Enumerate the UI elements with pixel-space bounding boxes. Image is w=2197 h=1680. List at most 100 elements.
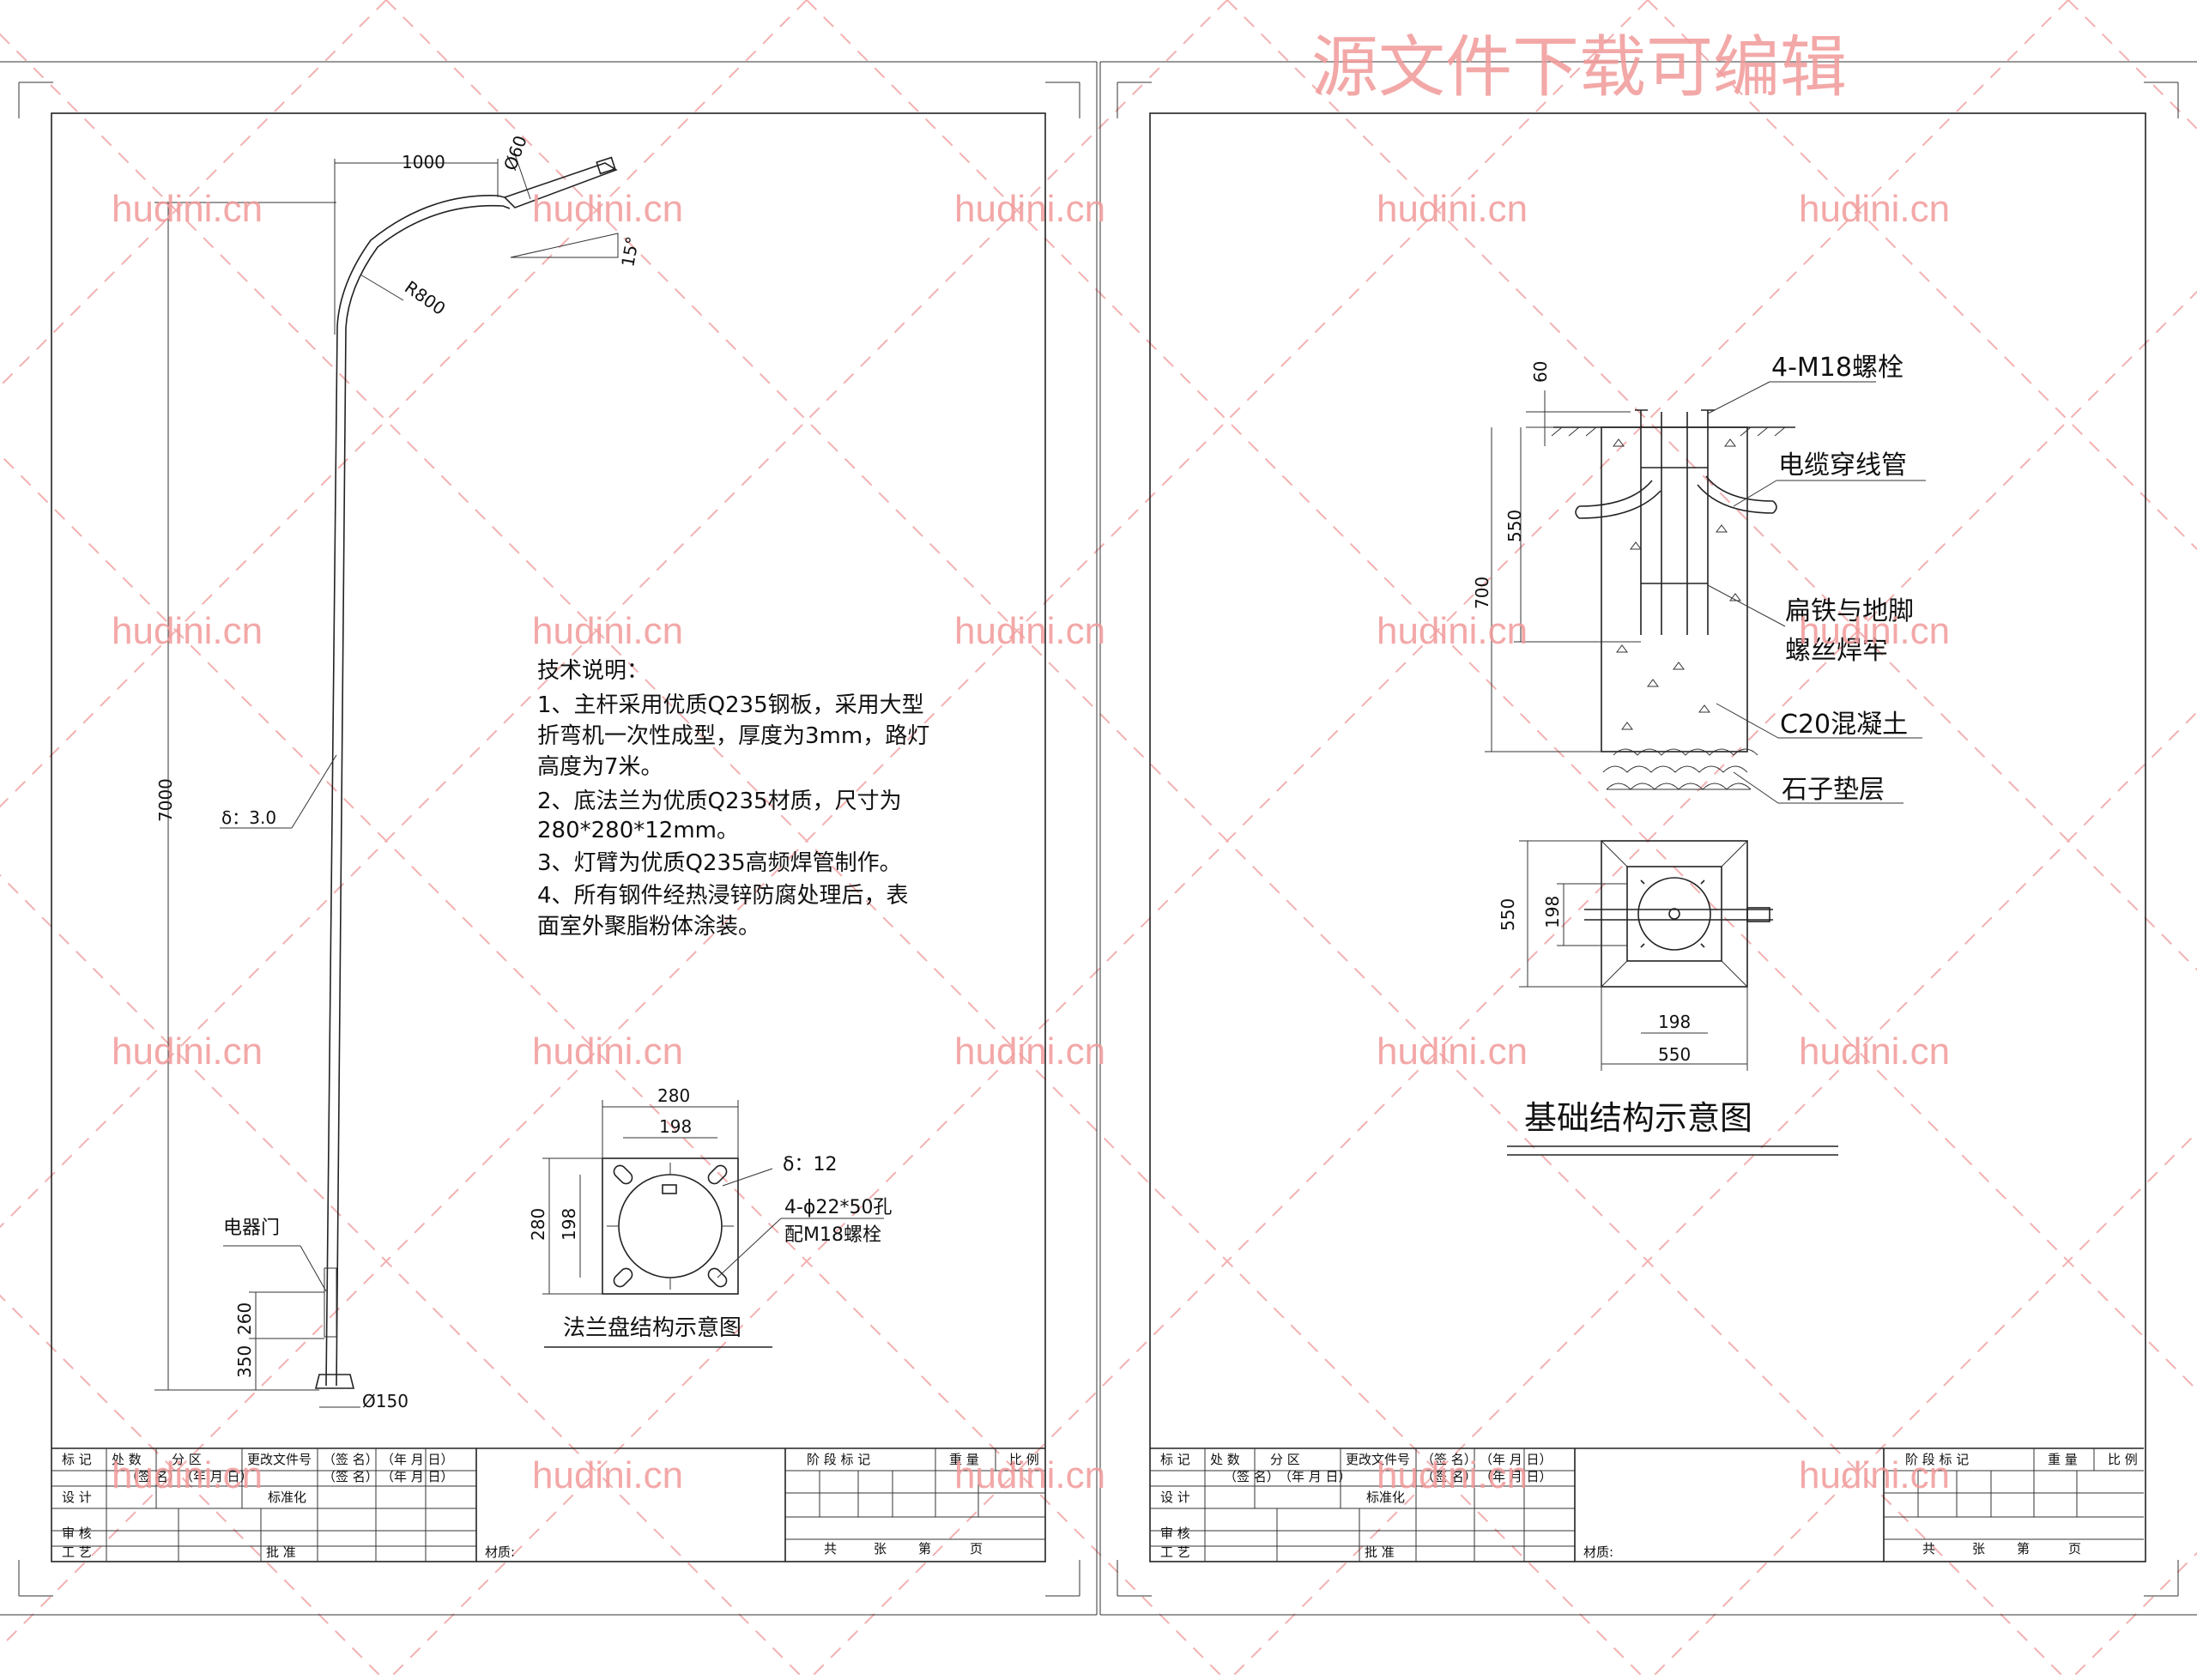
watermark-site: hudini.cn (954, 610, 1105, 652)
flange-plate-drawing: 280 198 280 198 δ：12 4-ϕ22*50孔 配M18螺栓 法兰… (528, 1085, 892, 1348)
flange-notch (662, 1184, 677, 1194)
title-block-zone: 分 区 (172, 1452, 202, 1467)
corner-marks (18, 82, 1080, 1597)
notes-line-3: 高度为7米。 (537, 754, 663, 780)
notes-line-7: 4、所有钢件经热浸锌防腐处理后，表 (537, 883, 909, 909)
anchor-bolts-outer (1640, 410, 1709, 635)
watermark-site: hudini.cn (1377, 188, 1528, 230)
title-block-approve: 批 准 (1365, 1544, 1395, 1560)
title-block-count: 处 数 (112, 1452, 142, 1467)
dim-top-label: 60 (1530, 361, 1551, 383)
watermark-diagonal (0, 453, 1226, 1680)
title-block-change-doc: 更改文件号 (1346, 1452, 1410, 1467)
title-block-sheet-no: 第 (2017, 1541, 2030, 1556)
watermark-site: hudini.cn (1799, 1454, 1950, 1496)
title-block-standard: 标准化 (1366, 1490, 1405, 1505)
bolt-leader (1707, 381, 1770, 414)
plan-side-label: 550 (1498, 898, 1518, 931)
slot-bottom-left (613, 1267, 633, 1288)
flange-outer-label: 280 (657, 1085, 690, 1106)
watermark-title: 源文件下载可编辑 (1311, 29, 1847, 105)
title-block-stage: 阶 段 标 记 (1905, 1452, 1969, 1467)
arm-diameter-label: Ø60 (499, 133, 531, 173)
watermark-site: hudini.cn (532, 188, 683, 230)
watermark-site: hudini.cn (954, 1030, 1105, 1073)
watermark-diagonal (0, 33, 1647, 1680)
cable-conduit-right (1697, 475, 1774, 514)
weld-label-1: 扁铁与地脚 (1785, 596, 1914, 626)
title-block-design: 设 计 (62, 1490, 92, 1505)
title-block-zone: 分 区 (1270, 1452, 1300, 1467)
title-block-sheets-total: 共 (824, 1541, 837, 1556)
title-block-sheets-unit: 张 (874, 1541, 887, 1556)
title-block-date: （年 月 日） (180, 1469, 253, 1484)
pipe-label: 电缆穿线管 (1778, 450, 1907, 480)
lamp-head (503, 162, 618, 208)
flange-center-hole (618, 1174, 723, 1278)
watermark-site: hudini.cn (1377, 1030, 1528, 1073)
title-block-count: 处 数 (1210, 1452, 1240, 1467)
title-block-standard: 标准化 (268, 1490, 306, 1505)
notes-line-2: 折弯机一次性成型，厚度为3mm，路灯 (537, 723, 929, 749)
plan-chamfer-lines (1601, 840, 1748, 988)
left-title-block: 标 记处 数分 区更改文件号（签 名）（年 月 日）（签 名）（年 月 日）（签… (51, 1447, 1045, 1562)
watermark-site: hudini.cn (532, 610, 683, 652)
left-sheet: 1000 Ø60 15° R800 7000 δ：3.0 电器门 260 350 (0, 61, 1098, 1616)
title-block-mark: 标 记 (1160, 1452, 1190, 1467)
watermark-site: hudini.cn (532, 1030, 683, 1073)
watermark-diagonal (1228, 710, 2197, 1680)
watermark-diagonal (0, 0, 1228, 1229)
flange-side-inner-label: 198 (559, 1208, 579, 1241)
flange-cross-ticks (607, 1163, 734, 1290)
thickness-leader (722, 1168, 773, 1187)
pole-outline-left (325, 195, 505, 1387)
door-height-label: 260 (234, 1302, 255, 1335)
title-block-signature: （签 名） (323, 1469, 378, 1484)
wall-leader (291, 754, 337, 829)
title-block-material: 材质: (485, 1544, 515, 1560)
notes-line-6: 3、灯臂为优质Q235高频焊管制作。 (537, 850, 902, 876)
title-block-design: 设 计 (1160, 1490, 1190, 1505)
plan-conduit (1584, 909, 1773, 921)
title-block-signature: （签 名） (125, 1469, 181, 1484)
slot-top-right (707, 1164, 728, 1185)
bend-radius-label: R800 (401, 276, 449, 319)
title-block-date: （年 月 日） (1480, 1452, 1552, 1467)
title-block-weight: 重 量 (949, 1452, 979, 1467)
plan-inner-side-label: 198 (1542, 896, 1563, 928)
title-block-signature: （签 名） (1224, 1469, 1280, 1484)
wall-thickness-label: δ：3.0 (221, 807, 276, 828)
watermark-site: hudini.cn (1799, 610, 1950, 652)
gravel-leader (1733, 771, 1779, 804)
base-diameter-label: Ø150 (362, 1391, 409, 1411)
door-offset-label: 350 (234, 1345, 255, 1378)
title-block-sheets-unit: 张 (1972, 1541, 1985, 1556)
left-frame-border (51, 112, 1046, 1562)
right-corner-marks (1117, 82, 2179, 1597)
plan-pole-circle (1637, 877, 1711, 951)
watermark-text-layer: 源文件下载可编辑 hudini.cn hudini.cn hudini.cn hudi… (112, 29, 1950, 1496)
watermark-diagonal (387, 0, 2069, 1680)
title-block-page-unit: 页 (2068, 1541, 2081, 1556)
watermark-diagonal (1649, 1131, 2197, 1680)
plan-inner-square (1626, 866, 1722, 962)
door-leader (300, 1245, 327, 1292)
right-sheet: 60 550 700 4-M18螺栓 电缆穿线管 扁铁与地脚 螺丝焊牢 C20混… (1099, 61, 2197, 1616)
title-block-review: 审 核 (1160, 1526, 1190, 1541)
flange-holes-label: 4-ϕ22*50孔 (784, 1197, 892, 1218)
plan-conduit-stub (1746, 907, 1770, 922)
watermark-site: hudini.cn (112, 188, 263, 230)
title-block-date: （年 月 日） (1480, 1469, 1552, 1484)
title-block-review: 审 核 (62, 1526, 92, 1541)
pole-dimensions: 1000 Ø60 15° R800 7000 δ：3.0 电器门 260 350 (154, 133, 643, 1411)
watermark-site: hudini.cn (532, 1454, 683, 1496)
ground-hatch (1551, 426, 1786, 437)
arm-angle-label: 15° (617, 235, 643, 269)
title-block-approve: 批 准 (266, 1544, 296, 1560)
dim-arm-diam-line (514, 154, 531, 200)
technical-notes: 技术说明： 1、主杆采用优质Q235钢板，采用大型 折弯机一次性成型，厚度为3m… (537, 658, 929, 940)
title-block-signature: （签 名） (323, 1452, 378, 1467)
street-pole-elevation (314, 156, 618, 1389)
flat-iron-bars (1641, 467, 1708, 584)
title-block-date: （年 月 日） (381, 1452, 454, 1467)
